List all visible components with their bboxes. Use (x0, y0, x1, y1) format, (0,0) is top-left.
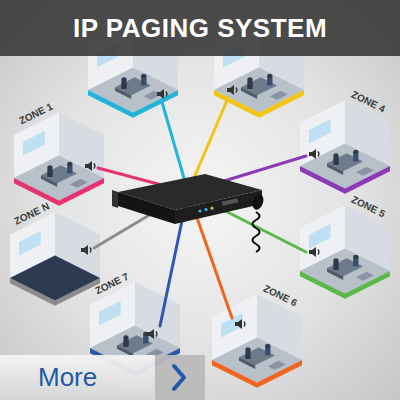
speaker-icon (81, 245, 91, 255)
button-ground (0, 355, 155, 400)
mic-cord (253, 212, 260, 252)
chevron (174, 366, 184, 389)
zone-label: ZONE N (12, 200, 51, 227)
button-label: More (38, 362, 97, 393)
speaker-icons (81, 85, 319, 339)
speaker-icon (309, 247, 319, 257)
zone-rooms (10, 24, 390, 388)
furniture (327, 255, 374, 281)
zone-label: ZONE 6 (261, 283, 299, 310)
furniture (115, 74, 162, 100)
furniture (41, 162, 88, 188)
speaker-icon (147, 329, 157, 339)
title: IP PAGING SYSTEM (0, 0, 400, 56)
more-button: More (0, 355, 155, 400)
room (212, 294, 302, 388)
zone-label: ZONE 4 (349, 89, 387, 116)
zone-room: ZONE 7 (90, 282, 180, 376)
furniture (327, 150, 374, 176)
speaker-icon (235, 319, 245, 329)
rack-ear (112, 190, 118, 208)
chevron-box (155, 355, 205, 400)
status-light (204, 208, 207, 211)
empty-floor (10, 256, 100, 301)
title-bar: IP PAGING SYSTEM (0, 0, 400, 56)
zone-label: ZONE 1 (17, 101, 55, 128)
room (300, 100, 390, 194)
speaker-icon (157, 89, 167, 99)
zone-room: ZONE 1 (14, 112, 104, 206)
zone-room: ZONE 4 (300, 100, 390, 194)
speaker-icon (227, 85, 237, 95)
speaker-icon (309, 149, 319, 159)
zone-room: ZONE 5 (300, 205, 390, 299)
zone-room: ZONE 6 (212, 294, 302, 388)
device-display (222, 198, 238, 205)
device-front (175, 190, 262, 224)
room (300, 205, 390, 299)
speaker-icon (85, 161, 95, 171)
status-light (210, 207, 213, 210)
more-button (0, 355, 205, 400)
zone-label: ZONE 5 (349, 194, 387, 221)
paging-device (112, 174, 265, 252)
zone-wires (94, 98, 306, 326)
furniture (239, 344, 286, 370)
room (10, 212, 100, 306)
microphone (251, 193, 266, 211)
status-light (198, 209, 201, 212)
device-side (118, 192, 175, 224)
furniture (241, 74, 288, 100)
room (14, 112, 104, 206)
zone-room: ZONE N (10, 212, 100, 306)
